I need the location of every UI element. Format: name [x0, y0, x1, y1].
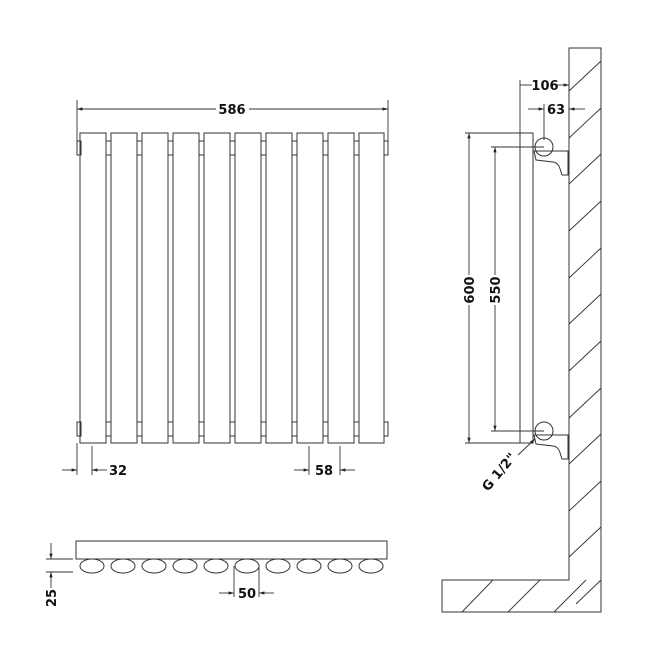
- panel-profile: [296, 558, 322, 574]
- dimension-overall-height: 600: [463, 132, 520, 444]
- panel-profile: [265, 558, 291, 574]
- panel-profile: [110, 558, 136, 574]
- panel: [358, 132, 385, 444]
- dim-label-g-half-inch: G 1/2": [480, 451, 520, 495]
- panel: [79, 132, 107, 444]
- panel-profile: [79, 558, 105, 574]
- panel: [172, 132, 200, 444]
- front-left-top-header: [76, 140, 82, 156]
- dim-label-32: 32: [109, 464, 127, 479]
- panel-profile: [203, 558, 229, 574]
- bottom-wall-bracket: [533, 434, 569, 460]
- dim-label-58: 58: [315, 464, 333, 479]
- dimension-wall-to-front: 106: [519, 79, 569, 133]
- front-right-bottom-header: [383, 421, 389, 437]
- pipe-thread-callout: G 1/2": [480, 438, 536, 495]
- panel-profile: [234, 558, 260, 574]
- radiator-side-profile: [519, 132, 534, 444]
- dim-label-600: 600: [463, 276, 478, 303]
- panel: [265, 132, 293, 444]
- panel-profile: [327, 558, 353, 574]
- panel: [203, 132, 231, 444]
- panel: [110, 132, 138, 444]
- dimension-overall-width: 586: [76, 100, 389, 141]
- front-panels: [79, 132, 385, 444]
- front-right-top-header: [383, 140, 389, 156]
- dim-label-550: 550: [489, 276, 504, 303]
- panel-profile: [358, 558, 384, 574]
- panel-profile: [141, 558, 167, 574]
- plan-view: 25 50: [45, 540, 388, 607]
- panel: [234, 132, 262, 444]
- dimension-wall-to-pipe: 63: [528, 103, 585, 140]
- dimension-panel-width: 50: [219, 566, 274, 602]
- dimension-panel-pitch: 58: [294, 446, 355, 479]
- wall-section: [441, 47, 602, 613]
- panel-profile: [172, 558, 198, 574]
- panel: [141, 132, 169, 444]
- side-view: 600 550 106 63 G 1/2": [441, 47, 602, 613]
- front-left-bottom-header: [76, 421, 82, 437]
- panel: [296, 132, 324, 444]
- panel: [327, 132, 355, 444]
- plan-panels: [79, 558, 384, 574]
- top-wall-bracket: [533, 150, 569, 176]
- dim-label-50: 50: [238, 587, 256, 602]
- dim-label-25: 25: [45, 589, 60, 607]
- plan-header-bar: [75, 540, 388, 560]
- dim-label-586: 586: [218, 103, 245, 118]
- dimension-panel-depth: 25: [45, 543, 73, 607]
- dim-label-106: 106: [531, 79, 558, 94]
- dimension-edge-offset: 32: [62, 443, 127, 479]
- dimension-pipe-centres: 550: [489, 146, 544, 432]
- wall-hatching: [461, 60, 602, 613]
- dim-label-63: 63: [547, 103, 565, 118]
- front-view: 586 32 58: [62, 100, 389, 479]
